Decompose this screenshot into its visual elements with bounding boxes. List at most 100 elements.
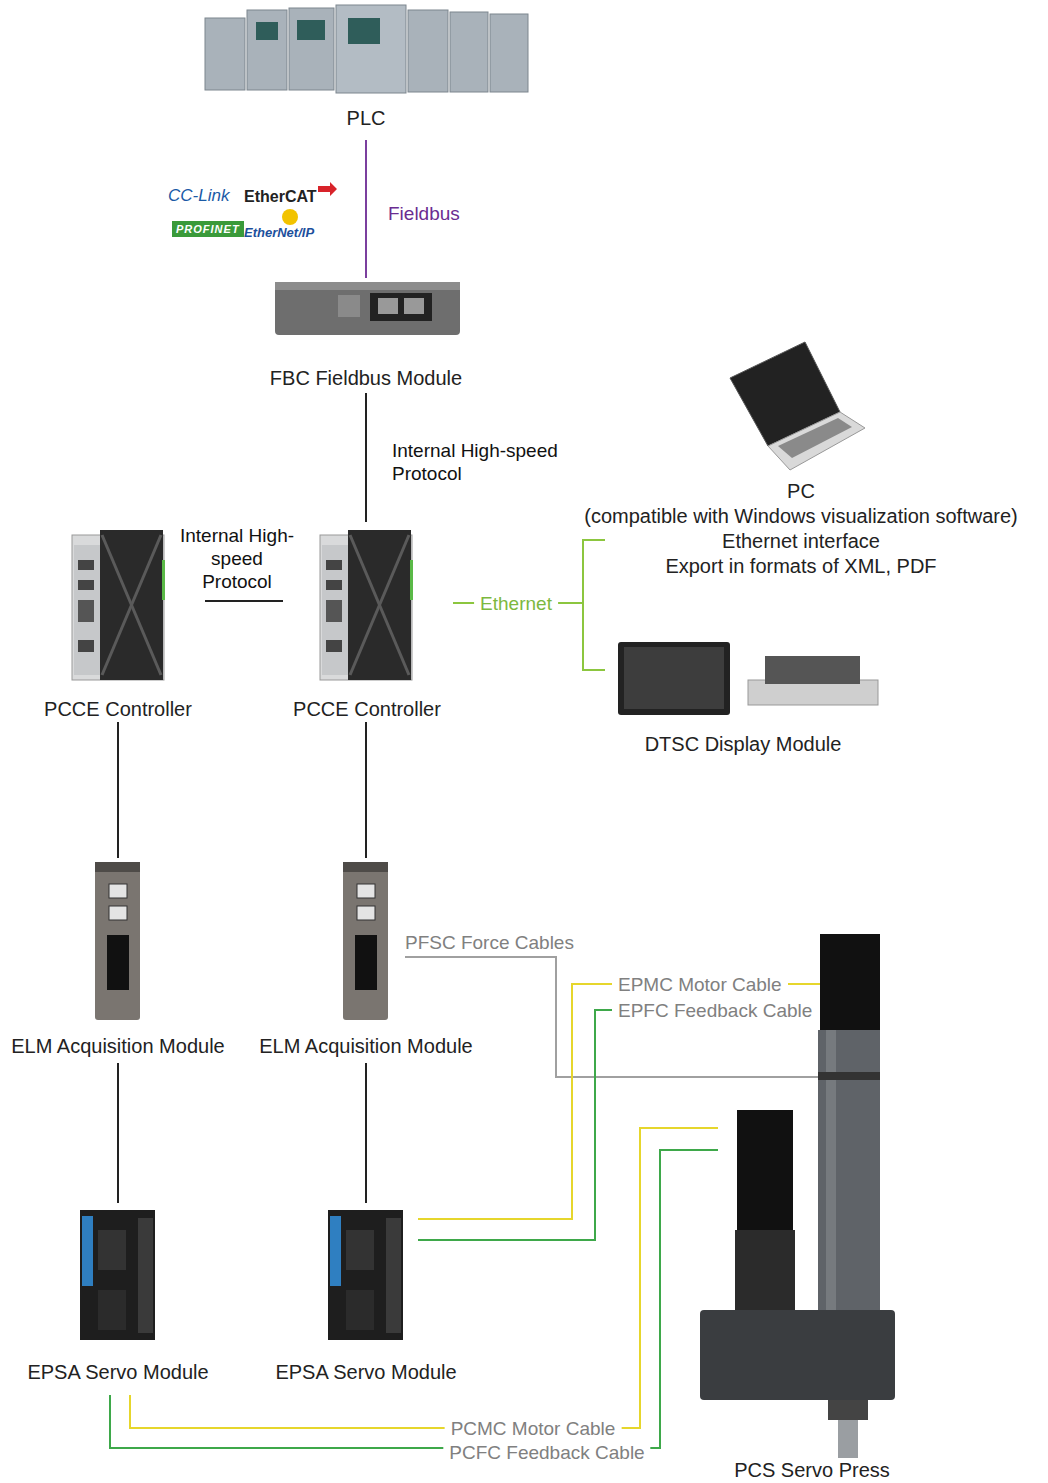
press-motor [820,934,880,1030]
cable-connector [117,722,119,858]
component-label: Export in formats of XML, PDF [541,554,1048,579]
servo-drive-device [328,1210,403,1340]
node-text-group: ELM Acquisition Module [0,1034,248,1059]
panel-pc-body [765,656,860,684]
component-label: ELM Acquisition Module [0,1034,248,1059]
plc-module [450,12,488,92]
component-node: PC(compatible with Windows visualization… [605,338,1048,580]
cable-connector [365,140,367,278]
cable-connector [365,722,367,858]
component-node: DTSC Display Module [605,635,885,760]
fieldbus-port [404,298,424,314]
cable-connector [110,1150,718,1448]
press-side-motor [737,1110,793,1230]
fieldbus-port-block [370,293,432,321]
component-label: PCCE Controller [267,697,467,722]
component-label: PC [541,479,1048,504]
node-text-group: PLC [216,106,516,131]
plc-module [247,10,287,90]
press-gearbox [735,1230,795,1310]
node-text-group: PCCE Controller [267,697,467,722]
servo-drive-device [80,1210,155,1340]
component-label: PLC [216,106,516,131]
component-label: EPSA Servo Module [8,1360,228,1385]
node-text-group: PCCE Controller [18,697,218,722]
node-text-group: ELM Acquisition Module [236,1034,496,1059]
controller-device [320,530,413,680]
display-screen [624,647,724,709]
connector-label: Internal High-speed Protocol [392,439,592,485]
connector-label: EPFC Feedback Cable [612,999,818,1022]
protocol-logo: EtherCAT [244,188,317,206]
component-label: ELM Acquisition Module [236,1034,496,1059]
cable-connector [365,393,367,522]
laptop-keyboard [778,418,852,458]
press-ring [818,1072,880,1080]
component-label: FBC Fieldbus Module [236,366,496,391]
component-node: EPSA Servo Module [70,1203,168,1395]
component-label: EPSA Servo Module [256,1360,476,1385]
connector-label: PFSC Force Cables [405,931,574,954]
press-cylinder [818,1030,880,1330]
component-node: ELM Acquisition Module [328,858,405,1063]
connector-label: PCFC Feedback Cable [443,1441,650,1464]
plc-module [289,8,334,90]
press-shaft [838,1420,858,1458]
component-label: (compatible with Windows visualization s… [541,504,1048,529]
cable-connector [205,600,283,602]
plc-module [408,10,448,92]
press-base [700,1310,895,1400]
connector-label: Fieldbus [388,202,460,225]
connector-label: Internal High-speed Protocol [177,524,297,593]
laptop-base [768,412,865,470]
plc-screen [348,18,380,44]
component-node: EPSA Servo Module [318,1203,418,1395]
protocol-logo: EtherNet/IP [244,225,314,240]
node-text-group: EPSA Servo Module [256,1360,476,1385]
component-node: PCCE Controller [283,522,453,722]
plc-screen [297,20,325,40]
component-node: FBC Fieldbus Module [254,278,479,393]
connector-label: EPMC Motor Cable [612,973,788,996]
component-label: PCS Servo Press [712,1458,912,1483]
component-label: PCCE Controller [18,697,218,722]
display-monitor [618,642,730,715]
plc-cpu [336,5,406,93]
ethercat-arrow [318,182,337,196]
connector-label: Ethernet [474,592,558,615]
fieldbus-module-panel [338,295,360,317]
acquisition-device [343,862,388,1020]
component-label: DTSC Display Module [613,732,873,757]
cable-connector [365,1063,367,1203]
fieldbus-port [378,298,398,314]
node-text-group: EPSA Servo Module [8,1360,228,1385]
press-collar [828,1400,868,1420]
plc-module [490,14,528,92]
protocol-logo: CC-Link [168,186,229,206]
node-text-group: PC(compatible with Windows visualization… [541,479,1048,579]
node-text-group: DTSC Display Module [613,732,873,757]
component-node: PCCE Controller [35,522,205,722]
cable-stub [716,1076,820,1078]
controller-device [72,530,165,680]
node-text-group: FBC Fieldbus Module [236,366,496,391]
cable-connector [117,1063,119,1203]
component-node: PLC [199,0,534,140]
acquisition-device [95,862,140,1020]
component-label: Ethernet interface [541,529,1048,554]
fieldbus-module-top [275,282,460,290]
fieldbus-module [275,282,460,335]
node-text-group: PCS Servo Press [712,1458,912,1483]
protocol-logo: PROFINET [172,221,244,237]
ethernetip-mark [282,209,298,225]
component-node: ELM Acquisition Module [80,858,156,1063]
plc-screen [256,22,278,40]
connector-label: PCMC Motor Cable [445,1417,622,1440]
plc-module [205,18,245,90]
cable-connector [130,1128,718,1428]
